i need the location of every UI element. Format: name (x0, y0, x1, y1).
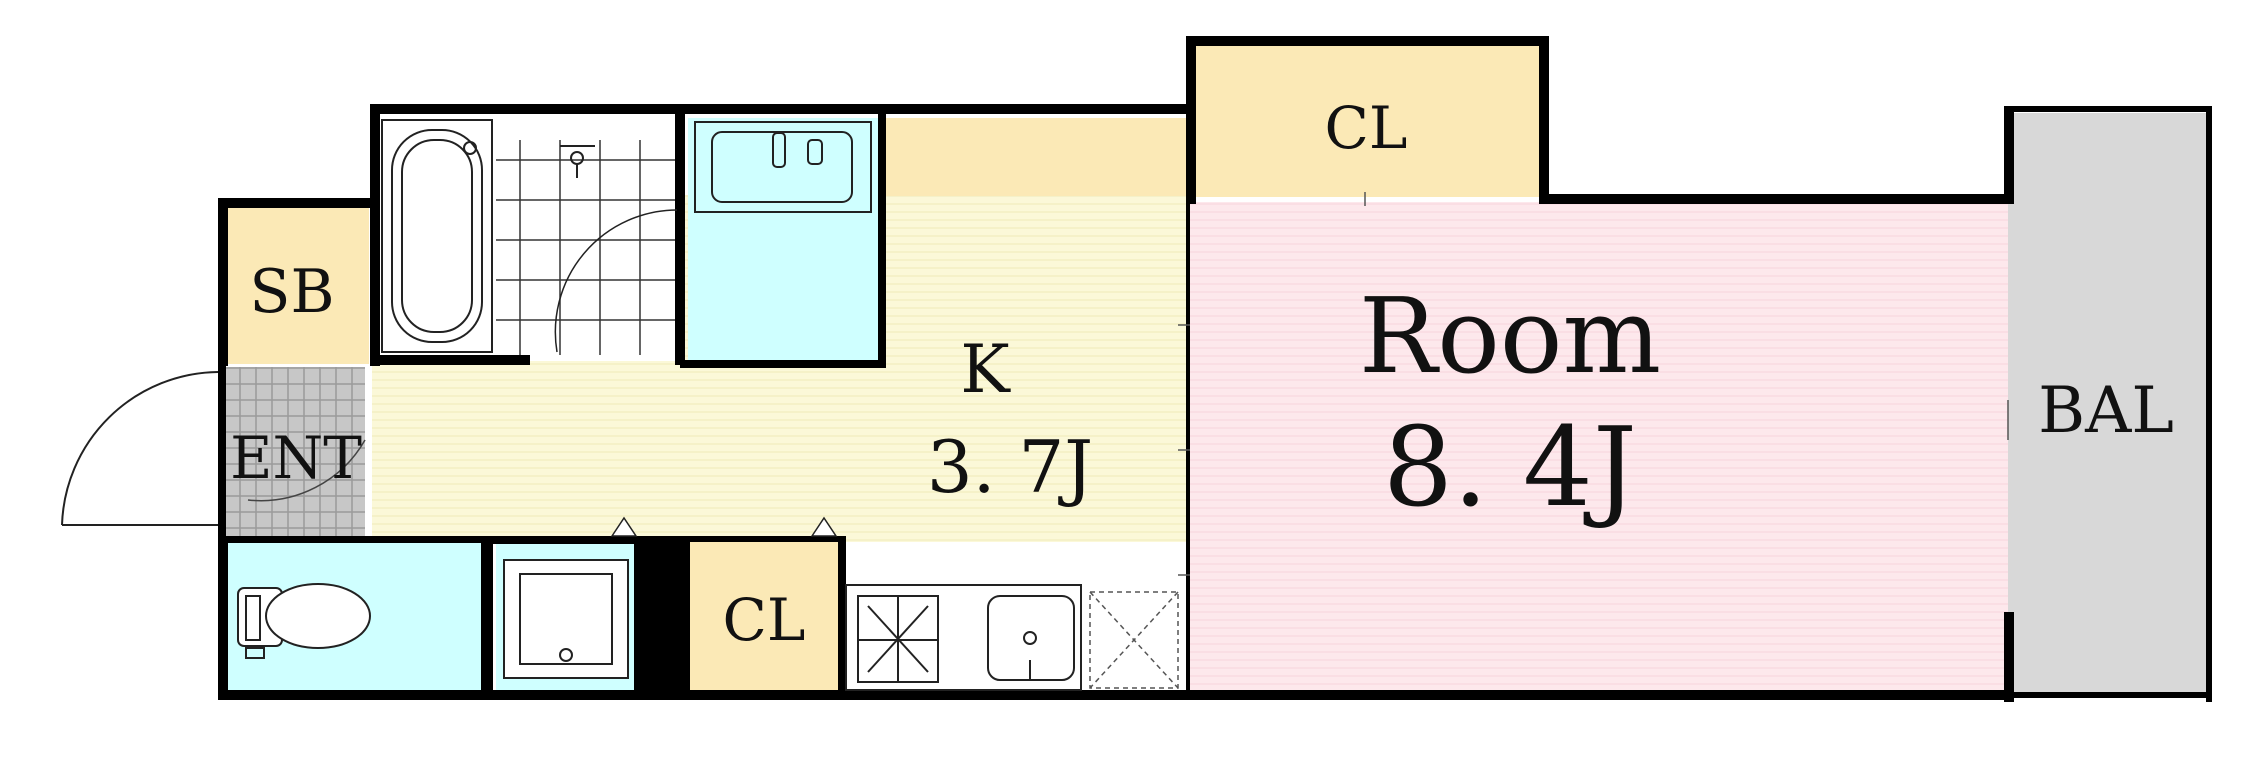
kitchen-name-label: K (960, 331, 1011, 408)
balcony-floor (2008, 113, 2208, 698)
washbasin-icon (694, 121, 872, 213)
stove-icon (857, 595, 939, 683)
fridge-space-icon (1089, 591, 1179, 689)
room-size-label: 8. 4J (1383, 403, 1637, 531)
partition-ticks (1178, 192, 2009, 576)
shoebox-floor (223, 206, 369, 364)
room-floor (1190, 202, 2008, 692)
closet-bottom-label: CL (723, 586, 806, 654)
shower-icon (560, 145, 595, 178)
bathroom-door-swing (554, 209, 678, 353)
balcony-label: BAL (2038, 374, 2174, 448)
pipe-shaft (640, 538, 684, 696)
kitchen-size-label: 3. 7J (927, 425, 1093, 509)
entrance-label: ENT (230, 424, 362, 492)
shoebox-label: SB (249, 257, 334, 327)
kitchen-upper-shelf (885, 118, 1190, 196)
closet-bottom-floor (690, 538, 840, 692)
sink-icon (987, 595, 1075, 681)
closet-top-floor (1190, 43, 1542, 197)
entrance-door (61, 371, 219, 526)
entrance-inner-door-swing (247, 439, 366, 502)
washer-pan-icon (503, 559, 629, 679)
bathtub-icon (381, 119, 493, 353)
bath-tile-grid (496, 140, 676, 355)
toilet-icon (237, 583, 371, 659)
closet-top-label: CL (1325, 94, 1408, 162)
entrance-floor (225, 367, 365, 537)
room-name-label: Room (1359, 275, 1661, 397)
vent-markers (610, 516, 838, 537)
kitchen-counter (845, 584, 1082, 691)
